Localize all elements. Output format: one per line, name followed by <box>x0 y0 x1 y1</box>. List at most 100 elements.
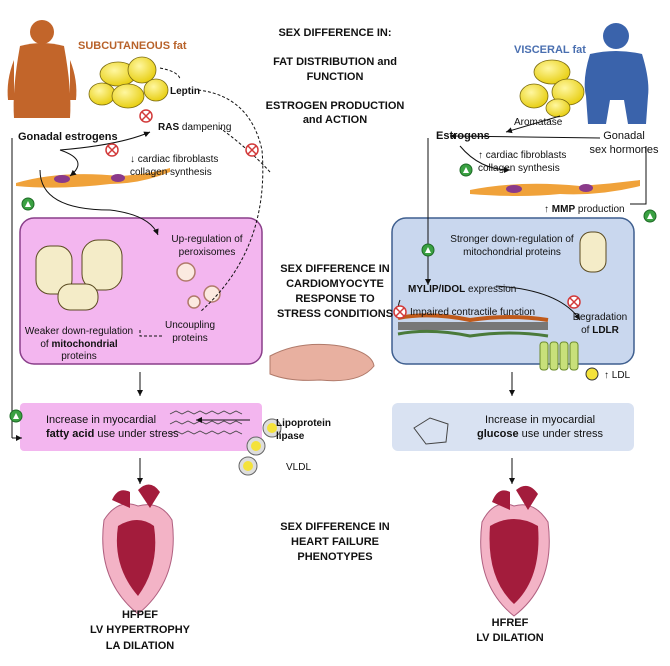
title-cardio-1: SEX DIFFERENCE IN <box>280 263 390 275</box>
right-outcome: HFREF LV DILATION <box>440 616 580 647</box>
peroxisomes <box>176 262 221 309</box>
weaker-2a: of <box>40 338 52 350</box>
subcutaneous-fat-cells <box>88 56 169 109</box>
peroxisome-text: Up-regulation of peroxisomes <box>162 234 252 259</box>
center-title-block-3: SEX DIFFERENCE IN HEART FAILURE PHENOTYP… <box>235 520 435 565</box>
uncoupling-text: Uncoupling proteins <box>160 320 220 345</box>
vldl-particles <box>238 418 282 476</box>
perox-1: Up-regulation of <box>171 234 243 245</box>
female-figure <box>7 20 77 118</box>
tissue-blob <box>269 343 375 382</box>
fa-2b: use under stress <box>94 427 179 440</box>
center-title-block-2: SEX DIFFERENCE IN CARDIOMYOCYTE RESPONSE… <box>235 262 435 321</box>
ldl-particle <box>585 367 599 381</box>
perox-2: peroxisomes <box>178 246 236 258</box>
glucose-text: Increase in myocardial glucose use under… <box>450 414 630 442</box>
right-fibro-1: ↑ cardiac fibroblasts <box>478 150 567 161</box>
left-outcome-1: HFPEF <box>121 609 159 621</box>
right-outcome-2: LV DILATION <box>476 632 544 645</box>
right-outcome-1: HFREF <box>491 617 529 629</box>
male-figure <box>584 23 649 124</box>
mmp-a: ↑ <box>544 204 552 215</box>
right-fibroblasts <box>470 180 640 196</box>
left-outcome-2: LV HYPERTROPHY <box>89 624 191 637</box>
gonadal-estrogens-label: Gonadal estrogens <box>18 131 118 143</box>
title-hf-1: SEX DIFFERENCE IN <box>280 521 390 533</box>
degradation-text: Degradation of LDLR <box>568 312 632 337</box>
degr-1: Degradation <box>572 312 628 323</box>
glu-2b: use under stress <box>518 427 603 440</box>
lipoprotein-lipase-text: Lipoprotein lipase <box>276 418 331 443</box>
glu-1: Increase in myocardial <box>484 414 596 426</box>
title-estrogen-1: ESTROGEN PRODUCTION <box>265 99 405 112</box>
title-fat-dist-1: FAT DISTRIBUTION and <box>273 55 397 68</box>
subcutaneous-label: SUBCUTANEOUS fat <box>78 40 187 52</box>
right-fibro-2: collagen synthesis <box>478 162 560 174</box>
weaker-downreg-text: Weaker down-regulation of mitochondrial … <box>24 326 134 364</box>
left-fibro-text: ↓ cardiac fibroblasts collagen synthesis <box>130 154 218 179</box>
gonadal-1: Gonadal <box>603 130 645 142</box>
title-cardio-4: STRESS CONDITIONS <box>276 307 394 320</box>
connector-arrows <box>11 115 647 484</box>
title-sex-diff: SEX DIFFERENCE IN: <box>278 27 392 39</box>
mmp-b: MMP <box>551 204 576 215</box>
myofilament <box>397 313 549 338</box>
right-heart-dilation <box>480 485 550 617</box>
weaker-1: Weaker down-regulation <box>24 326 134 337</box>
glucose-molecule <box>413 417 449 445</box>
mylip-a: MYLIP/IDOL <box>408 284 466 295</box>
mmp-c: production <box>575 204 625 215</box>
vldl-label: VLDL <box>286 462 312 473</box>
mylip-b: expression <box>465 284 517 295</box>
title-hf-2: HEART FAILURE <box>291 535 379 548</box>
uncoupling-bracket <box>139 328 162 337</box>
leptin-label: Leptin <box>170 86 200 97</box>
right-mitochondrion <box>579 231 607 273</box>
stronger-2: mitochondrial proteins <box>463 246 561 258</box>
mmp-text: ↑ MMP production <box>544 204 625 217</box>
weaker-2b: mitochondrial <box>51 338 118 350</box>
right-glucose-panel <box>392 403 634 451</box>
title-hf-3: PHENOTYPES <box>297 550 373 563</box>
fa-2a: fatty acid <box>46 427 95 440</box>
estrogens-label: Estrogens <box>436 130 490 142</box>
title-fat-dist-2: FUNCTION <box>306 70 364 83</box>
gonadal-hormones-label: Gonadal sex hormones <box>582 130 666 158</box>
degr-2a: of <box>581 324 593 336</box>
visceral-label: VISCERAL fat <box>514 44 586 56</box>
ras-label: RAS dampening <box>158 122 231 135</box>
uncoupling-2: proteins <box>172 332 208 344</box>
fatty-acid-chains <box>169 410 243 435</box>
ras-rest: dampening <box>179 122 232 133</box>
lipo-2: lipase <box>276 430 305 442</box>
center-title-block-1: SEX DIFFERENCE IN: FAT DISTRIBUTION and … <box>235 26 435 128</box>
fatty-acid-text: Increase in myocardial fatty acid use un… <box>46 414 179 442</box>
inhibit-markers <box>105 109 581 319</box>
title-estrogen-2: and ACTION <box>302 114 368 127</box>
left-fatty-acid-panel <box>20 403 262 451</box>
title-cardio-2: CARDIOMYOCYTE <box>286 277 384 290</box>
ldl-label: ↑ LDL <box>604 370 631 381</box>
left-mitochondria <box>35 239 123 311</box>
left-heart-hypertrophy <box>102 484 174 615</box>
mylip-text: MYLIP/IDOL expression <box>408 284 516 297</box>
impaired-text: Impaired contractile function <box>410 307 536 318</box>
stronger-downreg-text: Stronger down-regulation of mitochondria… <box>444 234 580 259</box>
title-cardio-3: RESPONSE TO <box>295 292 375 305</box>
ras-bold: RAS <box>158 122 180 133</box>
ldlr-receptor <box>539 341 579 371</box>
stronger-1: Stronger down-regulation of <box>450 234 574 245</box>
left-fibro-1: ↓ cardiac fibroblasts <box>130 154 219 165</box>
left-outcome-3: LA DILATION <box>105 639 175 652</box>
left-fibro-2: collagen synthesis <box>130 166 212 178</box>
degr-2b: LDLR <box>592 324 619 336</box>
weaker-2c: proteins <box>61 351 97 362</box>
right-fibro-text: ↑ cardiac fibroblasts collagen synthesis <box>478 150 566 175</box>
gonadal-2: sex hormones <box>589 143 659 156</box>
aromatase-label: Aromatase <box>514 117 563 128</box>
glu-2a: glucose <box>477 427 519 440</box>
visceral-fat-cells <box>519 59 585 118</box>
uncoupling-1: Uncoupling <box>164 320 216 331</box>
left-fibroblasts <box>16 168 170 188</box>
